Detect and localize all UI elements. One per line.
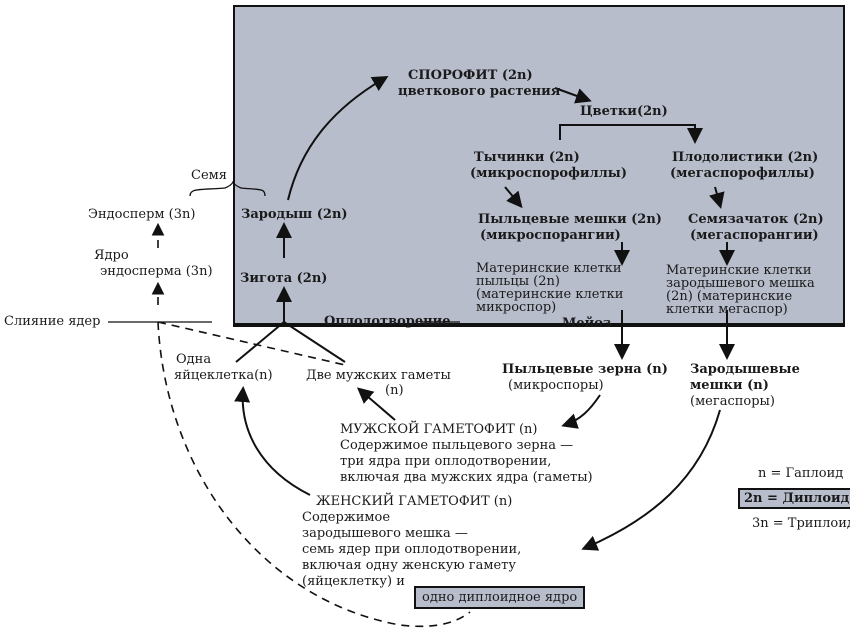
male-gametophyte-title: МУЖСКОЙ ГАМЕТОФИТ (n): [340, 422, 538, 437]
embryo-sacs-alt: (мегаспоры): [690, 394, 775, 409]
ovule-alt: (мегаспорангии): [690, 228, 819, 243]
embryo-sacs-line2: мешки (n): [690, 378, 769, 393]
text-line: три ядра при оплодотворении,: [340, 454, 552, 469]
pollen-grains-alt: (микроспоры): [508, 378, 604, 393]
male-gametes-line1: Две мужских гаметы: [306, 368, 451, 383]
sac-mother-cells: Материнские клетки зародышевого мешка (2…: [666, 264, 815, 316]
arrow-pollen-male: [561, 394, 601, 429]
pollen-sacs-alt: (микроспорангии): [480, 228, 621, 243]
text-line: (яйцеклетку) и: [302, 574, 405, 589]
text-line: микроспор): [476, 300, 557, 315]
female-gametophyte-title: ЖЕНСКИЙ ГАМЕТОФИТ (n): [316, 494, 513, 509]
arrow-carpels: [709, 186, 725, 209]
arrow-stamens: [504, 186, 523, 209]
text-line: включая два мужских ядра (гаметы): [340, 470, 593, 485]
stamens-label: Тычинки (2n): [474, 150, 580, 165]
sporophyte-title: СПОРОФИТ (2n): [408, 68, 533, 83]
pollen-mother-cells: Материнские клетки пыльцы (2n) (материнс…: [476, 262, 623, 314]
stamens-alt: (микроспорофиллы): [470, 166, 627, 181]
arrow-sporophyte-flowers: [554, 87, 592, 104]
arrow-sacs-female: [581, 409, 721, 551]
diploid-nucleus-box: одно диплоидное ядро: [414, 586, 586, 609]
male-gametes-line2: (n): [385, 383, 404, 398]
arrow-male-gametes: [356, 387, 396, 421]
text-line: включая одну женскую гамету: [302, 558, 517, 573]
carpels-alt: (мегаспорофиллы): [670, 166, 815, 181]
text-line: клетки мегаспор): [666, 302, 788, 317]
text-line: зародышевого мешка —: [302, 526, 468, 541]
text-line: (2n) (материнские: [666, 289, 793, 304]
endosperm-label: Эндосперм (3n): [88, 207, 196, 222]
carpels-label: Плодолистики (2n): [672, 150, 819, 165]
ovule-label: Семязачаток (2n): [688, 212, 824, 227]
zygote-label: Зигота (2n): [240, 271, 328, 286]
sporophyte-subtitle: цветкового растения: [398, 84, 561, 99]
sporophyte-region: [233, 5, 845, 327]
arrow-embryo-sporophyte: [287, 75, 389, 201]
pollen-sacs-label: Пыльцевые мешки (2n): [478, 212, 662, 227]
legend-haploid: n = Гаплоид: [758, 466, 844, 481]
legend-triploid: 3n = Триплоид: [752, 516, 850, 531]
endosperm-nucleus-line1: Ядро: [94, 248, 129, 263]
text-line: (материнские клетки: [476, 287, 624, 302]
female-gametophyte-text: Содержимое зародышевого мешка — семь яде…: [302, 510, 521, 590]
meiosis-label: Мейоз: [562, 316, 612, 331]
line-egg: [235, 320, 346, 363]
embryo-sacs-line1: Зародышевые: [690, 362, 800, 377]
legend-diploid: 2n = Диплоид: [738, 488, 850, 509]
text-line: Содержимое пыльцевого зерна —: [340, 438, 574, 453]
text-line: зародышевого мешка: [666, 276, 815, 291]
flowers-label: Цветки(2n): [580, 104, 668, 119]
fusion-label: Слияние ядер: [4, 314, 101, 329]
endosperm-nucleus-line2: эндосперма (3n): [100, 264, 213, 279]
pollen-grains-label: Пыльцевые зерна (n): [502, 362, 668, 377]
text-line: пыльцы (2n): [476, 274, 560, 289]
text-line: семь ядер при оплодотворении,: [302, 542, 522, 557]
text-line: Материнские клетки: [476, 261, 622, 276]
bracket-flowers: [559, 124, 703, 144]
egg-line2: яйцеклетка(n): [174, 368, 273, 383]
fertilization-label: Оплодотворение: [324, 314, 451, 329]
male-gametophyte: МУЖСКОЙ ГАМЕТОФИТ (n) Содержимое пыльцев…: [340, 422, 593, 486]
embryo-label: Зародыш (2n): [241, 207, 348, 222]
seed-label: Семя: [191, 168, 227, 183]
egg-line1: Одна: [176, 352, 212, 367]
arrow-female-egg: [234, 386, 311, 496]
text-line: Содержимое: [302, 510, 391, 525]
text-line: Материнские клетки: [666, 263, 812, 278]
